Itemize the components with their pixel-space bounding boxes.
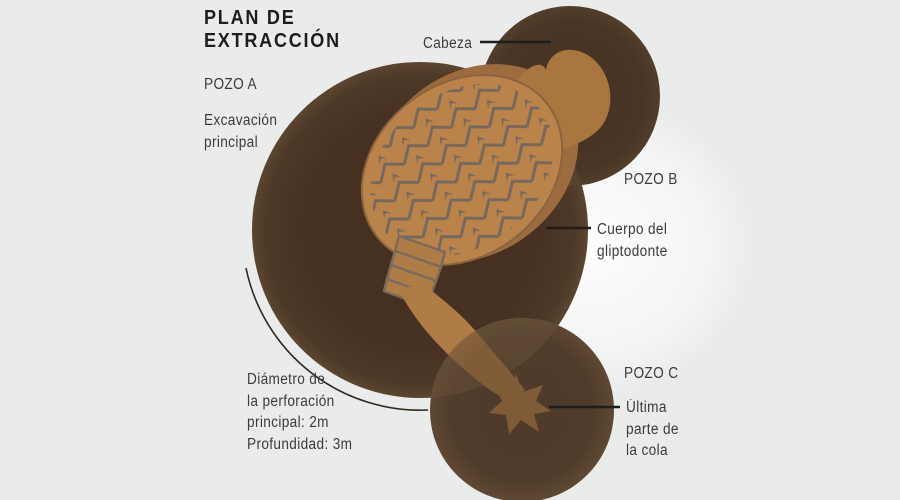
leader-lines	[480, 40, 620, 409]
label-excavacion-principal: Excavación principal	[204, 112, 278, 151]
page-title: PLAN DE EXTRACCIÓN	[204, 6, 341, 52]
label-pozo-b: POZO B	[624, 171, 678, 188]
label-dimensiones: Diámetro de la perforación principal: 2m…	[247, 371, 353, 453]
label-cabeza: Cabeza	[423, 35, 473, 52]
label-pozo-c: POZO C	[624, 365, 679, 382]
label-cuerpo-gliptodonte: Cuerpo del gliptodonte	[597, 221, 668, 260]
pozo-c-overlay	[430, 318, 614, 500]
shell-scale-pattern	[370, 83, 554, 257]
excavation-arc	[245, 267, 429, 411]
label-pozo-a: POZO A	[204, 76, 257, 93]
label-ultima-parte-cola: Última parte de la cola	[626, 399, 679, 459]
